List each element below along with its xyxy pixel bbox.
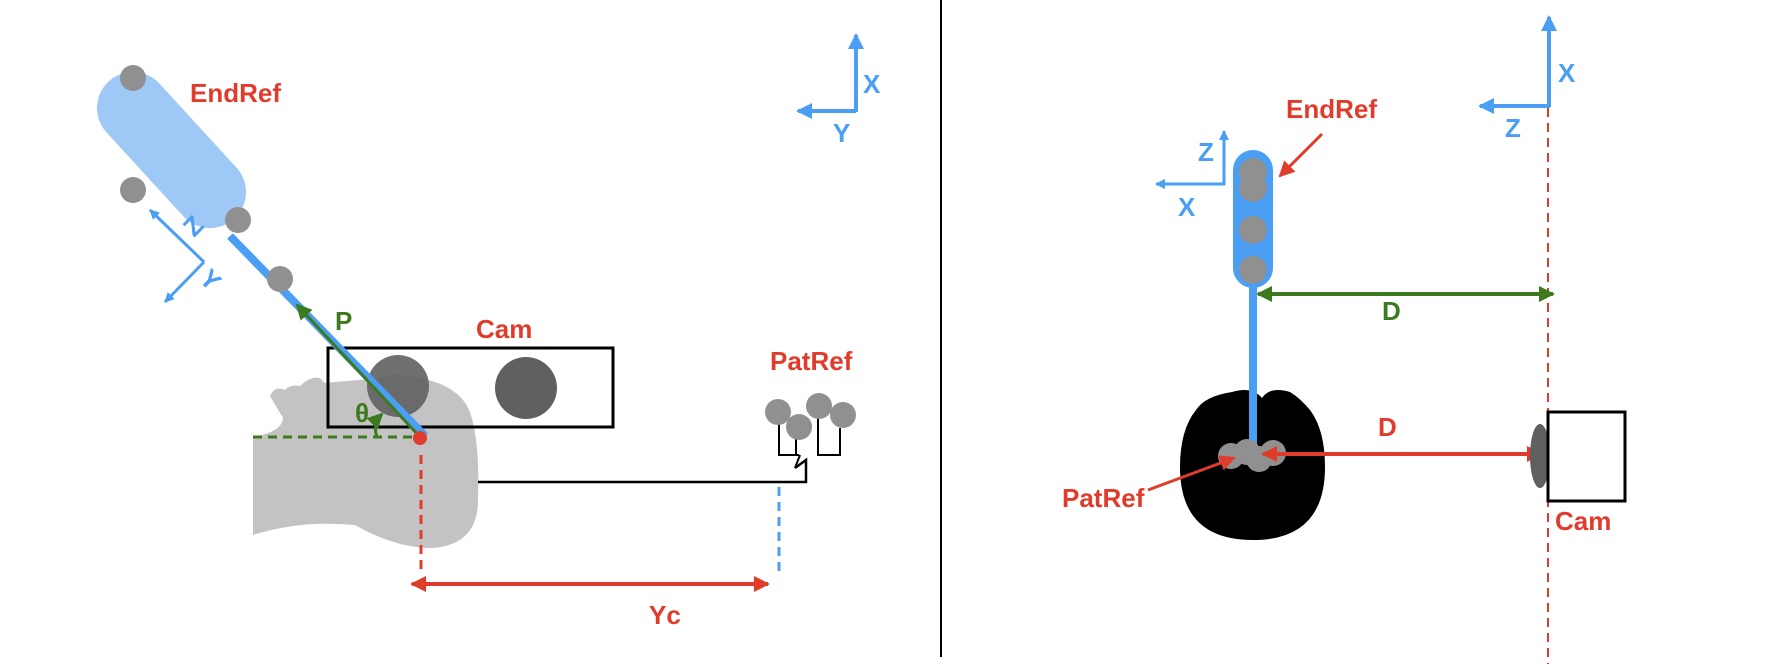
- left-panel: θ P Z Y EndRef Cam: [97, 33, 881, 630]
- endref-label: EndRef: [190, 78, 281, 108]
- world-x-label: X: [1558, 58, 1576, 88]
- world-y-label: Y: [833, 118, 850, 148]
- camera-box: [326, 346, 615, 429]
- camera-lens-left: [367, 355, 429, 417]
- world-x-label: X: [863, 69, 881, 99]
- patref-pointer-arrow: [1147, 455, 1236, 492]
- cam-label: Cam: [1555, 506, 1611, 536]
- endref-marker: [1239, 216, 1267, 244]
- endref-marker: [1239, 256, 1267, 284]
- theta-label: θ: [355, 398, 369, 428]
- tool-y-axis: [163, 260, 206, 304]
- p-vector: [295, 303, 422, 439]
- yc-label: Yc: [649, 600, 681, 630]
- cam-label: Cam: [476, 314, 532, 344]
- p-label: P: [335, 306, 352, 336]
- patref-marker: [786, 414, 812, 440]
- endref-label: EndRef: [1286, 94, 1377, 124]
- endref-marker: [225, 207, 251, 233]
- endref-marker: [267, 266, 293, 292]
- endoscope-body: [97, 72, 246, 228]
- camera-lens-right: [495, 357, 557, 419]
- endref-pointer-arrow: [1278, 132, 1324, 178]
- d-lower-label: D: [1378, 412, 1397, 442]
- camera-box-side: [1546, 410, 1627, 503]
- patref-marker: [830, 402, 856, 428]
- world-z-label: Z: [1505, 113, 1521, 143]
- patref-mount-line: [478, 457, 808, 484]
- right-panel: X Z Z X EndRef PatRef D: [1062, 15, 1627, 664]
- endref-marker: [120, 65, 146, 91]
- patref-marker-tree: [765, 393, 856, 469]
- patref-marker: [806, 393, 832, 419]
- tool-z-axis: [148, 208, 206, 264]
- theta-arc: [366, 412, 384, 438]
- endref-marker: [120, 177, 146, 203]
- patref-label: PatRef: [770, 346, 853, 376]
- camera-lens-side: [1530, 424, 1550, 488]
- tool-z-label: Z: [1198, 137, 1214, 167]
- patref-marker: [765, 399, 791, 425]
- d-upper-label: D: [1382, 296, 1401, 326]
- tool-tip-point: [413, 431, 427, 445]
- endref-marker: [1239, 174, 1267, 202]
- tool-x-label: X: [1178, 192, 1196, 222]
- patref-label: PatRef: [1062, 483, 1145, 513]
